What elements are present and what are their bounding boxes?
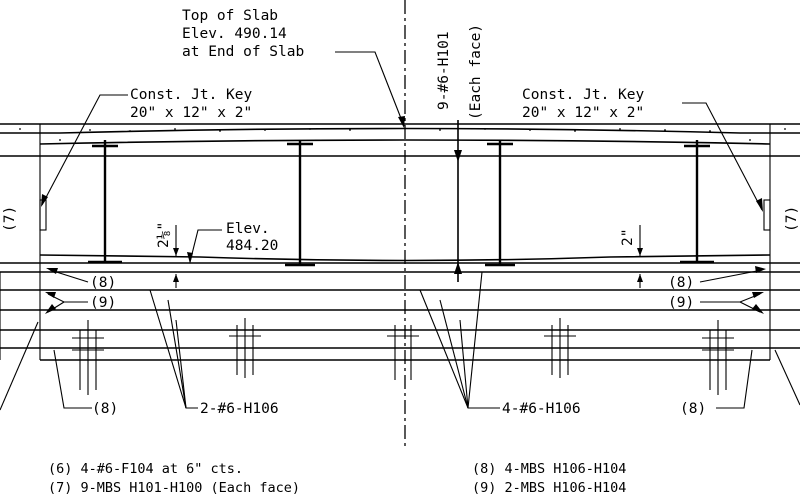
end-of-slab-label: at End of Slab (182, 44, 304, 60)
dim-left-label: 2⅛" (156, 222, 172, 248)
joint-key-right-label: Const. Jt. Key (522, 87, 644, 103)
note-7: (7) 9-MBS H101-H100 (Each face) (48, 480, 300, 496)
each-face-label: (Each face) (468, 24, 484, 120)
note-8: (8) 4-MBS H106-H104 (472, 461, 626, 477)
joint-key-right-size: 20" x 12" x 2" (522, 105, 644, 121)
tag-8-bottom-right: (8) (680, 401, 706, 417)
note-6: (6) 4-#6-F104 at 6" cts. (48, 461, 243, 477)
bar-h101-label: 9-#6-H101 (436, 31, 452, 110)
leaders (0, 51, 800, 411)
tag-9-left: (9) (90, 295, 116, 311)
dim-right-label: 2" (620, 229, 636, 246)
pile-bolts (72, 318, 734, 395)
deck-slab (0, 123, 800, 360)
girders (88, 140, 714, 267)
cap-beam-lines (0, 155, 800, 361)
bearing-elev-value: 484.20 (226, 238, 278, 254)
annotations: Top of Slab Elev. 490.14 at End of Slab … (2, 8, 800, 496)
joint-key-left-size: 20" x 12" x 2" (130, 105, 252, 121)
top-of-slab-label: Top of Slab (182, 8, 278, 24)
slab-elevation-label: Elev. 490.14 (182, 26, 287, 42)
tag-7-right: (7) (784, 206, 800, 232)
tag-9-right: (9) (668, 295, 694, 311)
note-9: (9) 2-MBS H106-H104 (472, 480, 626, 496)
bar-h106-left-label: 2-#6-H106 (200, 401, 279, 417)
tag-8-bottom-left: (8) (92, 401, 118, 417)
tag-8-left: (8) (90, 275, 116, 291)
joint-key-left-label: Const. Jt. Key (130, 87, 252, 103)
tag-8-right: (8) (668, 275, 694, 291)
bar-h106-right-label: 4-#6-H106 (502, 401, 581, 417)
tag-7-left: (7) (2, 206, 18, 232)
bearing-elev-label: Elev. (226, 221, 270, 237)
